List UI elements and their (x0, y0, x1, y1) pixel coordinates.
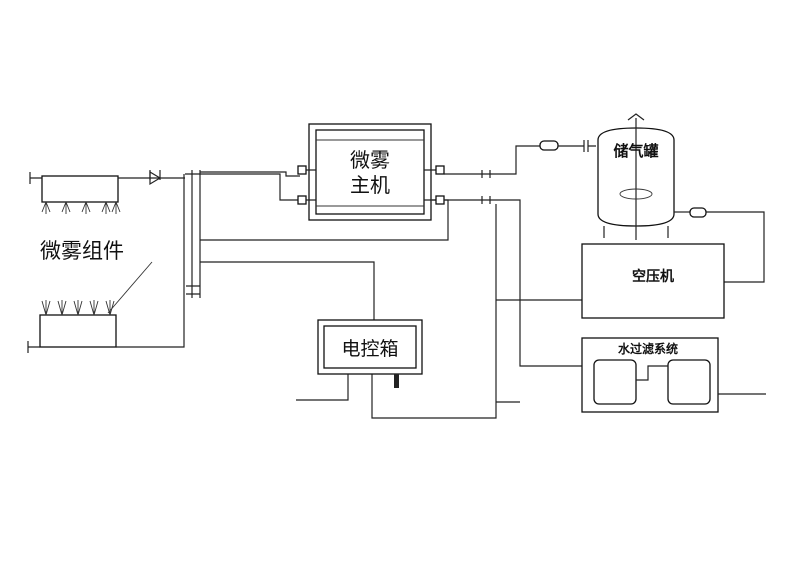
main-unit-label-line1: 微雾 (350, 148, 390, 172)
tank-feed-pipes (371, 140, 596, 419)
air-compressor: 空压机 (581, 243, 725, 319)
filter-canister-1 (593, 359, 637, 405)
air-compressor-label: 空压机 (632, 268, 674, 285)
storage-tank-label: 储气罐 (613, 142, 658, 160)
mist-assembly: 微雾组件 (27, 172, 185, 353)
main-unit-panel (315, 129, 425, 215)
mist-assembly-label: 微雾组件 (40, 239, 124, 263)
storage-tank: 储气罐 (597, 113, 765, 283)
control-box-panel (323, 325, 417, 369)
water-filter-system: 水过滤系统 (581, 337, 766, 413)
lower-feed-pipe (27, 174, 185, 353)
control-box: 电控箱 (296, 319, 423, 401)
water-filter-label: 水过滤系统 (618, 341, 678, 356)
distribution-pipes (140, 170, 449, 320)
lower-nozzle-header (39, 314, 117, 348)
upper-nozzle-header (41, 175, 119, 203)
control-box-label: 电控箱 (341, 338, 398, 360)
label-leader-line (107, 261, 153, 314)
main-unit-label-line2: 主机 (350, 173, 390, 197)
upper-nozzles (41, 201, 121, 214)
filter-canister-2 (667, 359, 711, 405)
upper-feed-pipe (29, 172, 140, 184)
lower-nozzles (41, 300, 115, 316)
air-compressor-box (581, 243, 725, 319)
main-unit: 微雾 主机 (297, 123, 445, 221)
